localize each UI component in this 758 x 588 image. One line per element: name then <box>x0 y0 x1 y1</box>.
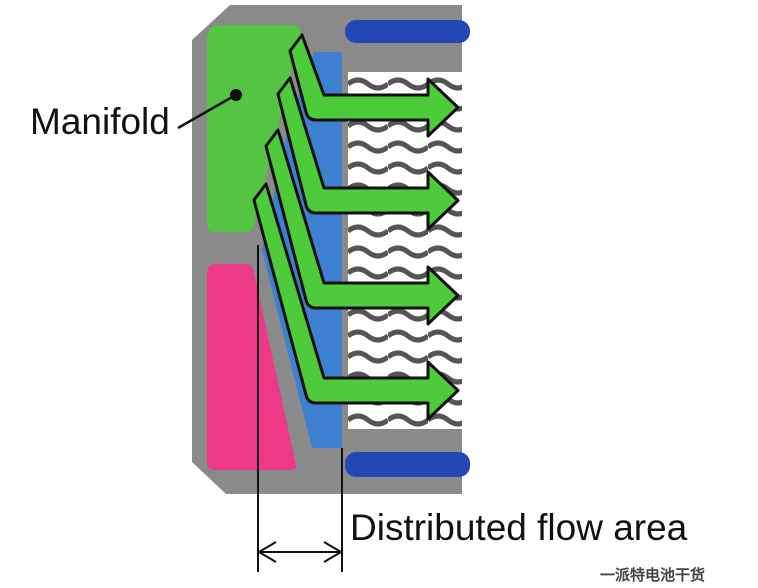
dimension-double-arrow <box>257 541 343 563</box>
flow-arrow-1 <box>288 33 460 138</box>
watermark: 一派特电池干货 <box>600 566 705 584</box>
top-blue-bar <box>345 20 470 43</box>
bottom-blue-bar <box>345 452 470 477</box>
manifold-region <box>207 25 301 232</box>
flow-arrow-3 <box>264 128 460 326</box>
distributed-flow-area-label: Distributed flow area <box>350 507 688 548</box>
wavy-pattern <box>348 72 462 429</box>
manifold-label: Manifold <box>30 101 170 142</box>
flow-arrows <box>252 33 460 421</box>
manifold-leader-dot <box>230 89 242 101</box>
flow-arrow-2 <box>276 76 460 231</box>
manifold-leader-line <box>177 94 235 130</box>
pink-region <box>207 264 297 470</box>
flow-arrow-4 <box>252 182 460 421</box>
